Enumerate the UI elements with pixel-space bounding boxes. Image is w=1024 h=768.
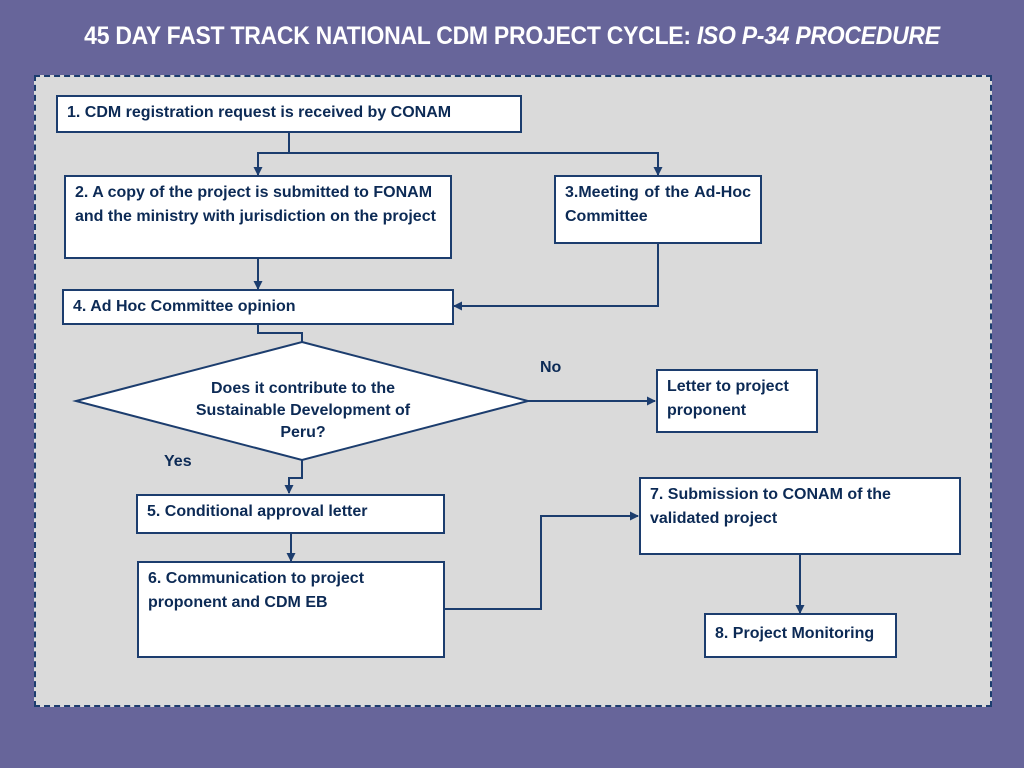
step-3-box: 3.Meeting of the Ad-Hoc Committee	[554, 175, 762, 244]
page-title: 45 DAY FAST TRACK NATIONAL CDM PROJECT C…	[41, 22, 983, 51]
step-7-text: 7. Submission to CONAM of the validated …	[650, 486, 891, 527]
step-6-text: 6. Communication to project proponent an…	[148, 570, 365, 611]
step-6-box: 6. Communication to project proponent an…	[137, 561, 445, 658]
step-1-text: 1. CDM registration request is received …	[67, 104, 452, 121]
step-5-box: 5. Conditional approval letter	[136, 494, 445, 534]
step-1-box: 1. CDM registration request is received …	[56, 95, 522, 133]
connector-6-to-7	[445, 511, 639, 610]
step-5-text: 5. Conditional approval letter	[147, 503, 368, 520]
step-2-box: 2. A copy of the project is submitted to…	[64, 175, 452, 259]
decision-yes-label: Yes	[164, 453, 192, 470]
step-8-text: 8. Project Monitoring	[715, 625, 875, 642]
decision-no-label: No	[540, 359, 562, 376]
letter-to-proponent-box: Letter to project proponent	[656, 369, 818, 433]
connector-4-to-decision	[257, 324, 303, 342]
title-main: 45 DAY FAST TRACK NATIONAL CDM PROJECT C…	[84, 22, 697, 50]
connector-1-to-2	[253, 132, 290, 176]
connector-3-to-4	[453, 243, 659, 311]
step-4-box: 4. Ad Hoc Committee opinion	[62, 289, 454, 325]
step-8-box: 8. Project Monitoring	[704, 613, 897, 658]
step-7-box: 7. Submission to CONAM of the validated …	[639, 477, 961, 555]
letter-to-proponent-text: Letter to project proponent	[667, 378, 789, 419]
step-4-text: 4. Ad Hoc Committee opinion	[73, 298, 296, 315]
title-emphasis: ISO P-34 PROCEDURE	[696, 22, 940, 50]
connector-1-to-3	[289, 152, 663, 176]
decision-question: Does it contribute to the Sustainable De…	[195, 380, 411, 441]
connector-decision-yes	[284, 460, 303, 494]
step-3-text: 3.Meeting of the Ad-Hoc Committee	[565, 184, 751, 225]
decision-diamond	[72, 340, 532, 462]
step-2-text: 2. A copy of the project is submitted to…	[75, 184, 436, 225]
